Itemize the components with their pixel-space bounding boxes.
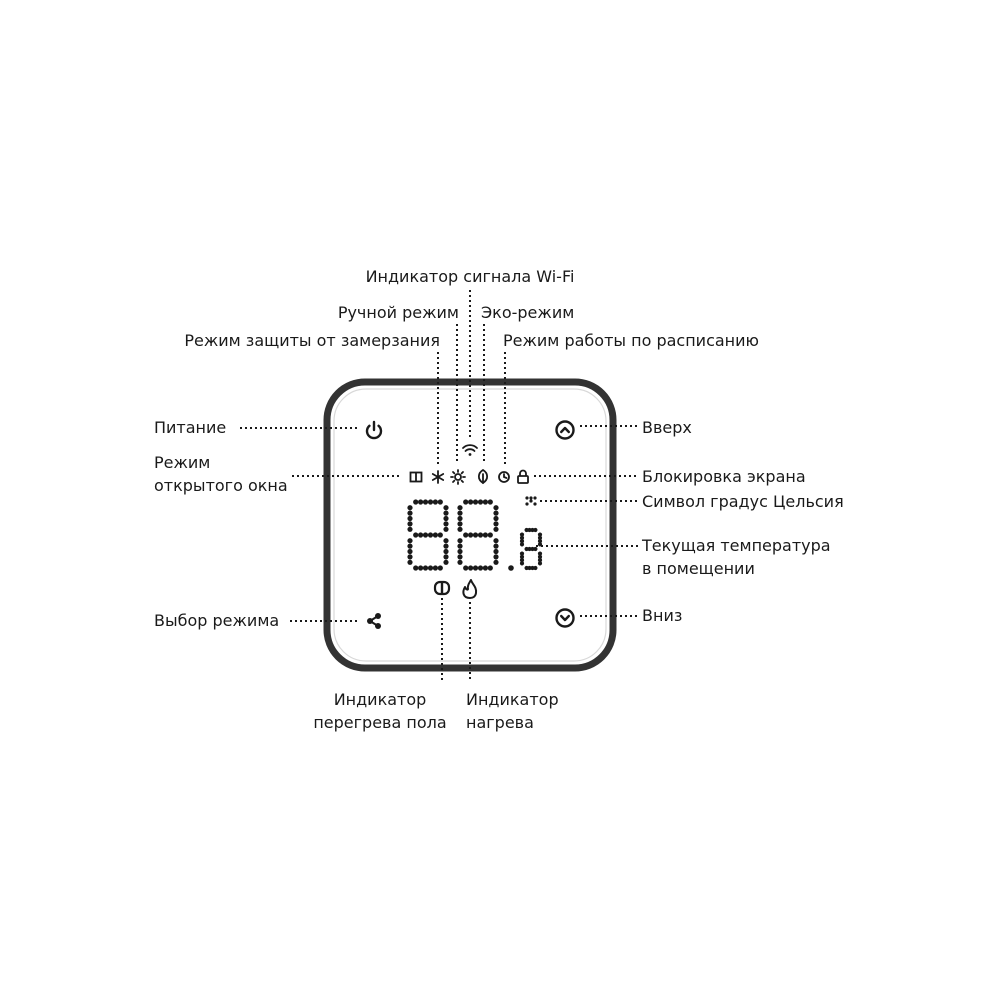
label-heat: Индикатор нагрева [466,688,559,734]
up-button[interactable] [555,420,575,440]
sun-icon [450,469,466,485]
label-wifi: Индикатор сигнала Wi-Fi [365,267,575,286]
window-icon [409,471,423,483]
label-frost: Режим защиты от замерзания [184,331,440,350]
chevron-down-icon [555,608,575,628]
label-floor-line1: Индикатор [333,690,427,709]
snowflake-icon [431,470,445,484]
display-digit [519,527,543,571]
label-power: Питание [154,418,227,437]
device-inner-frame [333,388,607,662]
label-manual: Ручной режим [337,303,459,322]
label-up: Вверх [642,418,692,437]
label-mode: Выбор режима [154,611,280,630]
label-temp-line2: в помещении [642,559,755,578]
label-window-line1: Режим [154,453,211,472]
label-down: Вниз [642,606,683,625]
label-temp: Текущая температура в помещении [642,534,831,580]
display-digit [407,499,449,571]
display-decimal-point [508,565,514,571]
label-eco: Эко-режим [481,303,575,322]
chevron-up-icon [555,420,575,440]
label-floor-line2: перегрева пола [313,713,447,732]
temperature-display [407,499,543,571]
power-button[interactable] [365,420,383,440]
down-button[interactable] [555,608,575,628]
degree-celsius-icon [525,496,537,506]
label-window-line2: открытого окна [154,476,288,495]
label-temp-line1: Текущая температура [642,536,831,555]
lock-icon [517,469,529,484]
clock-icon [498,471,510,483]
flame-icon [462,579,478,599]
label-heat-line2: нагрева [466,713,534,732]
label-lock: Блокировка экрана [642,467,806,486]
display-digit [457,499,499,571]
leader-lines [240,290,638,682]
wifi-icon [462,444,478,456]
label-window: Режим открытого окна [154,451,288,497]
label-schedule: Режим работы по расписанию [503,331,759,350]
mode-button[interactable] [367,613,381,629]
power-icon [365,420,383,440]
share-icon [367,613,381,629]
label-heat-line1: Индикатор [466,690,559,709]
label-floor: Индикатор перегрева пола [290,688,470,734]
floor-overheat-icon [433,580,451,596]
label-celsius: Символ градус Цельсия [642,492,844,511]
leaf-icon [477,468,489,485]
